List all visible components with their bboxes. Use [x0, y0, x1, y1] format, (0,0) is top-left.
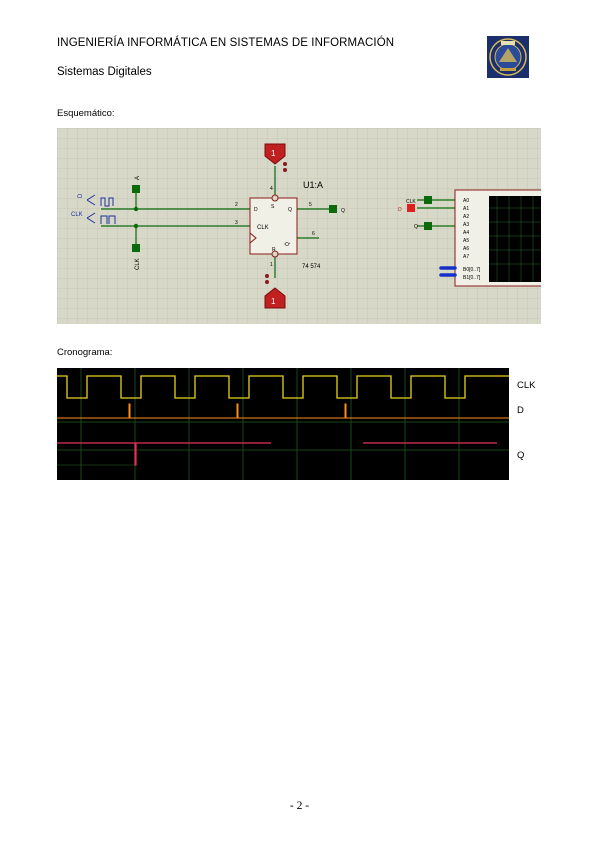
svg-text:Q: Q	[341, 208, 345, 214]
svg-text:1: 1	[270, 262, 273, 268]
svg-text:B0[0..7]: B0[0..7]	[463, 267, 481, 273]
logic-analyzer[interactable]: A0 A1 A2 A3 A4 A5 A6 A7 B0[0..7] B1[0..7…	[454, 189, 541, 287]
d-waveform	[57, 403, 509, 419]
generator-d[interactable]: D	[78, 193, 114, 207]
svg-text:CLK: CLK	[406, 199, 416, 205]
schematic-section-label: Esquemático:	[57, 108, 115, 119]
probe-a: A	[132, 176, 141, 193]
svg-text:D: D	[398, 207, 402, 213]
la-d-probe: D	[398, 204, 415, 213]
header-title: INGENIERÍA INFORMÁTICA EN SISTEMAS DE IN…	[57, 37, 395, 49]
svg-text:3: 3	[235, 220, 238, 226]
power-terminal-top: 1	[264, 143, 287, 172]
svg-text:A5: A5	[463, 238, 469, 244]
svg-text:A1: A1	[463, 206, 469, 212]
header-subtitle: Sistemas Digitales	[57, 66, 152, 78]
part-reference: U1:A	[303, 180, 323, 190]
probe-clk-label: CLK	[135, 258, 141, 270]
svg-text:Q: Q	[414, 224, 418, 230]
svg-text:Q̄: Q̄	[284, 242, 291, 246]
svg-text:5: 5	[309, 202, 312, 208]
svg-text:A0: A0	[463, 198, 469, 204]
page-number: - 2 -	[289, 800, 310, 812]
svg-text:A4: A4	[463, 230, 469, 236]
svg-text:A3: A3	[463, 222, 469, 228]
svg-text:B1[0..7]: B1[0..7]	[463, 275, 481, 281]
generator-clk[interactable]: CLK	[71, 212, 116, 224]
svg-text:4: 4	[270, 186, 273, 192]
svg-text:D: D	[254, 207, 258, 213]
clk-waveform	[57, 375, 509, 399]
signal-label-q: Q	[517, 450, 525, 461]
probe-a-label: A	[135, 176, 141, 180]
output-q-probe: Q	[329, 205, 345, 214]
part-name: 74 574	[302, 264, 321, 270]
la-q-probe: Q	[414, 222, 432, 230]
la-clk-probe: CLK	[406, 196, 432, 205]
svg-text:6: 6	[312, 231, 315, 237]
svg-text:1: 1	[271, 149, 276, 158]
university-seal-icon	[487, 36, 529, 78]
svg-text:1: 1	[271, 297, 276, 306]
schematic-diagram: D CLK A CLK 1 1	[57, 128, 541, 324]
svg-text:Q: Q	[288, 207, 292, 213]
svg-text:A6: A6	[463, 246, 469, 252]
signal-label-clk: CLK	[517, 380, 536, 391]
flip-flop-u1a[interactable]: 4 2 3 5 6 1 S D CLK Q Q̄ R U1:A 74 574	[235, 180, 323, 270]
probe-clk: CLK	[132, 244, 141, 270]
chronogram-waveforms	[57, 368, 509, 480]
svg-text:R: R	[272, 247, 276, 253]
generator-d-label: D	[78, 193, 84, 198]
svg-text:A2: A2	[463, 214, 469, 220]
svg-text:CLK: CLK	[257, 225, 269, 231]
power-terminal-bottom: 1	[264, 274, 286, 309]
svg-text:S: S	[271, 204, 275, 210]
svg-text:2: 2	[235, 202, 238, 208]
q-waveform	[57, 442, 497, 466]
signal-label-d: D	[517, 405, 524, 416]
chronogram-section-label: Cronograma:	[57, 347, 113, 358]
svg-text:A7: A7	[463, 254, 469, 260]
generator-clk-label: CLK	[71, 212, 83, 218]
